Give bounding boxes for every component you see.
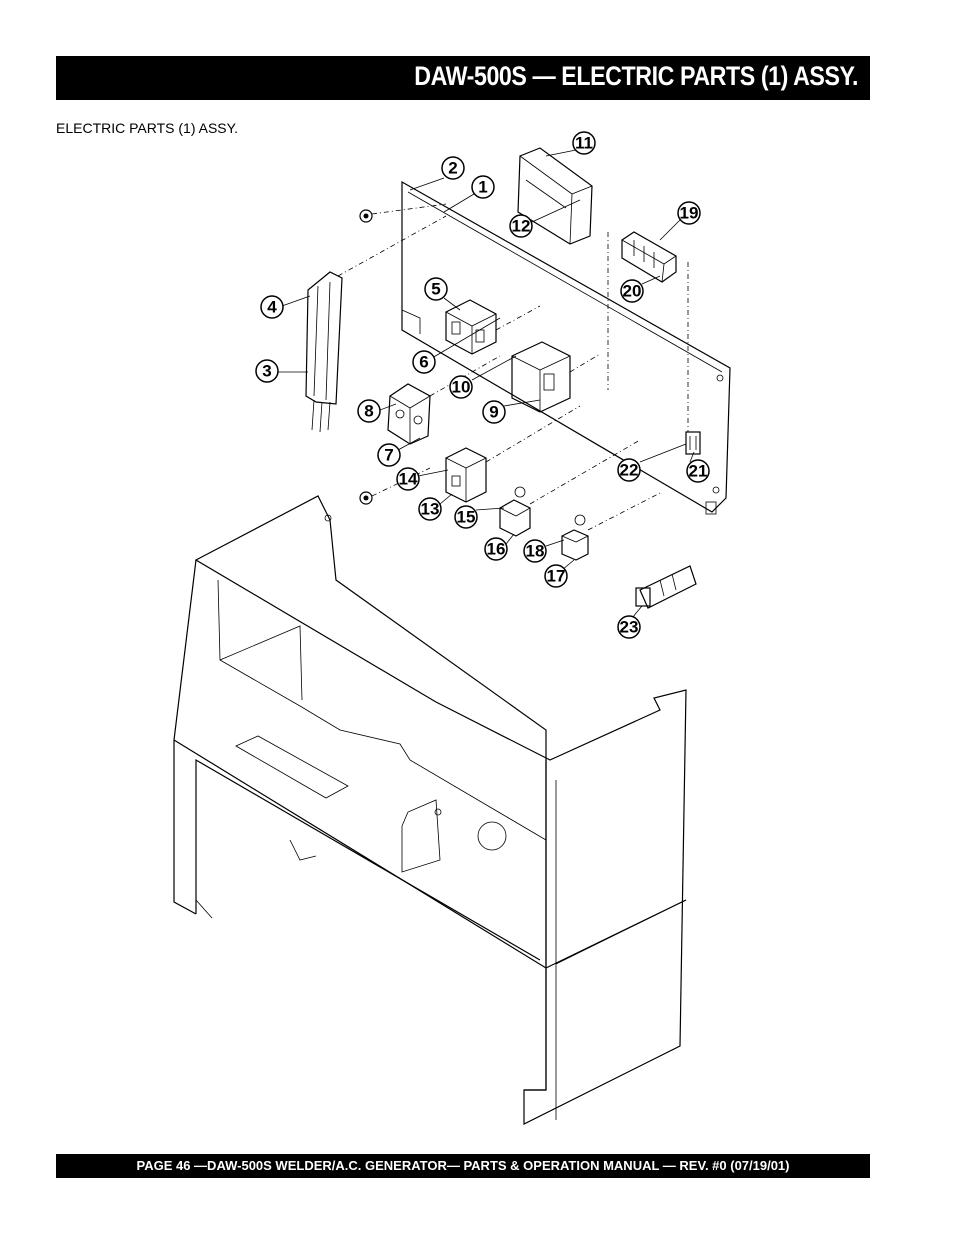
callout-8: 8: [357, 399, 397, 423]
callout-19-label: 19: [680, 204, 699, 223]
callout-17: 17: [544, 559, 575, 588]
callout-4: 4: [260, 295, 311, 319]
callout-18: 18: [523, 539, 565, 563]
callout-5: 5: [424, 277, 461, 311]
part-16-relay: [499, 486, 531, 537]
callout-21: 21: [686, 451, 710, 483]
callout-13-label: 13: [421, 500, 440, 519]
callout-15-label: 15: [457, 508, 476, 527]
page-footer-bar: PAGE 46 —DAW-500S WELDER/A.C. GENERATOR—…: [56, 1154, 870, 1178]
callout-6-label: 6: [419, 353, 428, 372]
callout-20: 20: [620, 275, 661, 303]
washer-lower: [359, 491, 373, 505]
callout-3-label: 3: [262, 362, 271, 381]
callout-14-label: 14: [399, 470, 418, 489]
callout-9: 9: [482, 399, 541, 424]
part-11-cover: [517, 147, 593, 245]
callout-4-label: 4: [267, 298, 277, 317]
callout-18-label: 18: [526, 542, 545, 561]
part-23-connector: [635, 565, 697, 609]
callout-6: 6: [412, 317, 501, 374]
callout-23: 23: [617, 605, 643, 639]
callout-12-label: 12: [512, 217, 531, 236]
callout-1: 1: [443, 175, 495, 213]
callout-5-label: 5: [431, 280, 440, 299]
part-2-washer: [359, 209, 373, 223]
callout-3: 3: [255, 359, 308, 383]
part-3-resistor: [305, 271, 343, 433]
part-8-breaker: [387, 383, 431, 445]
callout-21-label: 21: [689, 462, 708, 481]
part-18-relay: [561, 514, 589, 561]
callout-11-label: 11: [575, 134, 593, 153]
callout-8-label: 8: [364, 402, 373, 421]
callout-17-label: 17: [547, 567, 566, 586]
callout-19: 19: [659, 201, 701, 241]
callout-14: 14: [396, 467, 449, 491]
page-title: DAW-500S — ELECTRIC PARTS (1) ASSY.: [414, 61, 858, 91]
callout-2: 2: [409, 156, 465, 191]
callout-23-label: 23: [620, 618, 639, 637]
callout-7: 7: [377, 437, 421, 467]
section-subtitle: ELECTRIC PARTS (1) ASSY.: [56, 120, 239, 136]
enclosure-housing: [173, 495, 687, 1125]
callout-9-label: 9: [489, 403, 498, 422]
part-5-terminal-block: [445, 299, 497, 355]
mounting-panel: [401, 180, 731, 515]
callout-15: 15: [454, 505, 505, 529]
callout-20-label: 20: [623, 282, 642, 301]
callout-22-label: 22: [620, 461, 639, 480]
callout-7-label: 7: [384, 446, 393, 465]
part-9-transformer: [511, 341, 571, 413]
page-title-bar: DAW-500S — ELECTRIC PARTS (1) ASSY.: [56, 56, 870, 100]
callout-16-label: 16: [487, 540, 506, 559]
callout-10-label: 10: [452, 378, 471, 397]
callout-12: 12: [509, 199, 581, 238]
callouts: 1 2 3 4 5 6 7 8 9 10 11 12 13 14 15 16 1…: [255, 131, 710, 639]
callout-11: 11: [545, 131, 596, 157]
page-footer: PAGE 46 —DAW-500S WELDER/A.C. GENERATOR—…: [136, 1158, 790, 1173]
callout-16: 16: [484, 533, 515, 561]
callout-22: 22: [617, 443, 687, 482]
part-19-terminal: [621, 231, 677, 283]
callout-1-label: 1: [478, 178, 487, 197]
part-21-connector: [685, 431, 701, 455]
assembly-guide-lines: [337, 203, 689, 531]
callout-10: 10: [449, 355, 517, 399]
part-14-relay: [445, 447, 487, 503]
callout-2-label: 2: [448, 159, 457, 178]
callout-13: 13: [418, 493, 453, 521]
